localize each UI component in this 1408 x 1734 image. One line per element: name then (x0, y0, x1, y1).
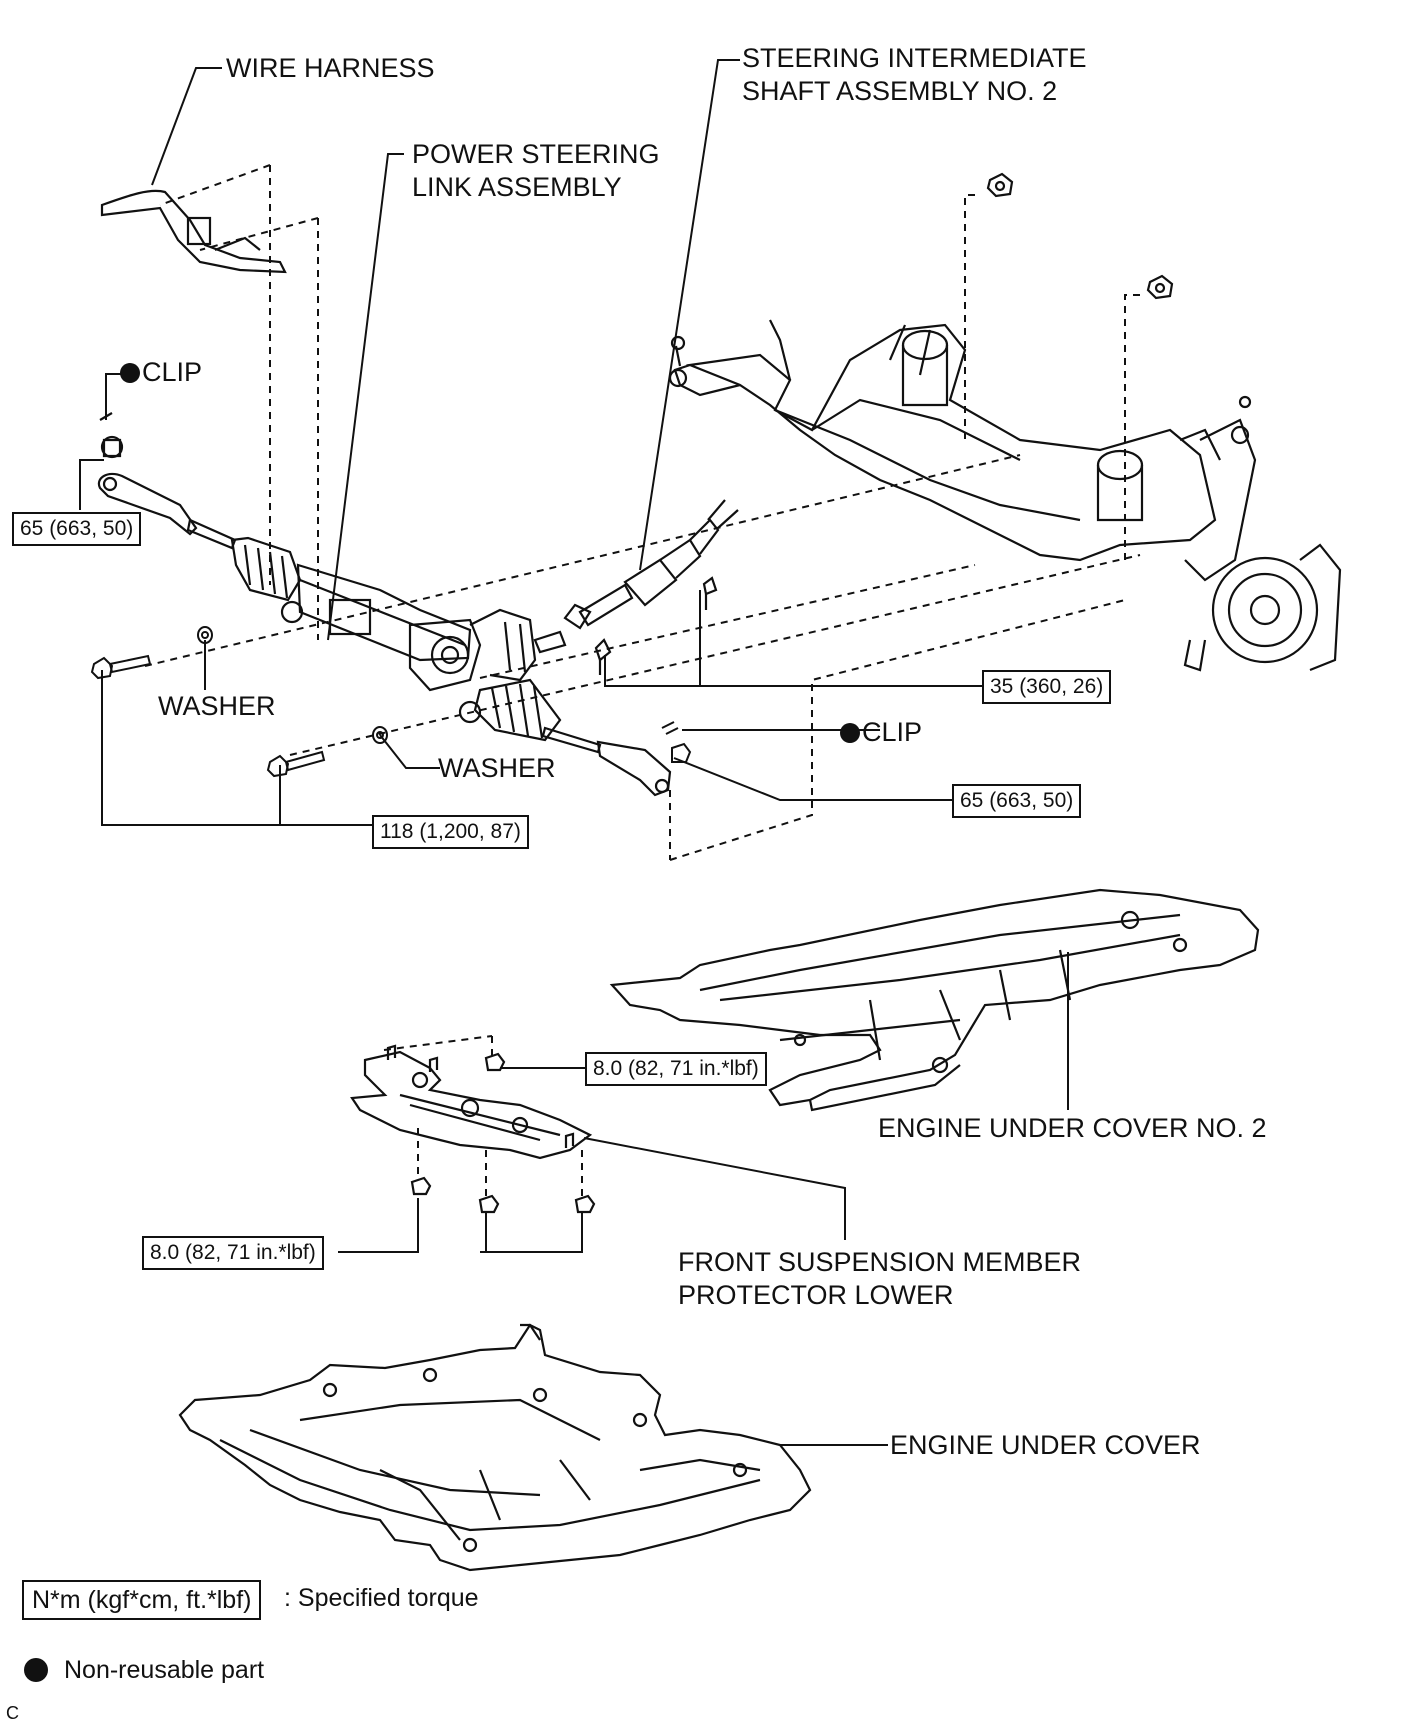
crossmember-part (668, 172, 1342, 672)
front-suspension-label-line2: PROTECTOR LOWER (678, 1280, 954, 1310)
wire-harness-label: WIRE HARNESS (226, 53, 435, 83)
legend-nonreusable-desc: Non-reusable part (64, 1656, 265, 1684)
front-suspension-label-line1: FRONT SUSPENSION MEMBER (678, 1247, 1082, 1277)
wire-harness-part (100, 189, 287, 274)
intermediate-shaft-part (563, 499, 739, 675)
torque-box-tie-rod-right: 65 (663, 50) (952, 784, 1082, 818)
left-bolts (90, 626, 692, 778)
non-reusable-mark-icon (120, 363, 140, 383)
torque-box-protector-bottom: 8.0 (82, 71 in.*lbf) (142, 1236, 324, 1270)
power-steering-label-line2: LINK ASSEMBLY (412, 172, 622, 202)
protector-lower-part (350, 1044, 596, 1214)
torque-box-tie-rod-left: 65 (663, 50) (12, 512, 142, 546)
dashed-lines (144, 164, 1141, 1196)
clip-label-left: CLIP (120, 356, 202, 389)
non-reusable-legend-icon (24, 1658, 48, 1682)
non-reusable-mark-icon (840, 723, 860, 743)
leader-lines (79, 59, 1069, 1446)
engine-under-cover-no2-label: ENGINE UNDER COVER NO. 2 (878, 1113, 1267, 1143)
clip-text-right: CLIP (862, 717, 923, 747)
steering-shaft-label-line1: STEERING INTERMEDIATE (742, 43, 1087, 73)
clip-label-right: CLIP (840, 716, 922, 749)
engine-under-cover-label: ENGINE UNDER COVER (890, 1430, 1201, 1460)
washer-label-left: WASHER (158, 691, 276, 721)
torque-box-shaft-bolts: 35 (360, 26) (982, 670, 1112, 704)
engine-under-cover-no2-part (609, 888, 1260, 1112)
steering-shaft-label-line2: SHAFT ASSEMBLY NO. 2 (742, 76, 1058, 106)
power-steering-label-line1: POWER STEERING (412, 139, 660, 169)
torque-box-protector-top: 8.0 (82, 71 in.*lbf) (585, 1052, 767, 1086)
torque-box-rack-bolts: 118 (1,200, 87) (372, 815, 529, 849)
legend-torque-desc: : Specified torque (284, 1584, 479, 1612)
figure-code: C (6, 1703, 19, 1723)
steering-rack-part (97, 412, 672, 797)
legend-torque-unit: N*m (kgf*cm, ft.*lbf) (22, 1580, 262, 1620)
engine-under-cover-part (178, 1323, 812, 1572)
washer-label-right: WASHER (438, 753, 556, 783)
clip-text-left: CLIP (142, 357, 203, 387)
